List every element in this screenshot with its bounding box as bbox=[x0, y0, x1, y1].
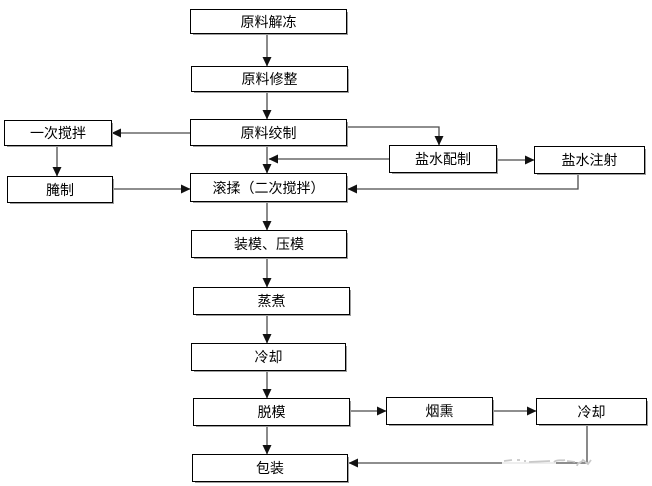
node-first-mix: 一次搅拌 bbox=[4, 120, 112, 146]
node-brine-inject: 盐水注射 bbox=[534, 146, 645, 174]
node-smoke: 烟熏 bbox=[386, 397, 493, 425]
node-thaw: 原料解冻 bbox=[190, 9, 347, 34]
node-cure: 腌制 bbox=[7, 176, 113, 203]
node-brine-prep: 盐水配制 bbox=[389, 145, 497, 173]
edge-cool2-pack bbox=[348, 425, 588, 468]
node-cool-2: 冷却 bbox=[536, 398, 647, 425]
node-pack: 包装 bbox=[192, 454, 348, 482]
node-cool-1: 冷却 bbox=[191, 343, 346, 371]
edge-inject-tumble bbox=[347, 174, 579, 194]
node-tumble: 滚揉（二次搅拌） bbox=[190, 173, 347, 202]
node-demold: 脱模 bbox=[193, 398, 350, 426]
node-mold-press: 装模、压模 bbox=[191, 230, 347, 258]
node-grind: 原料绞制 bbox=[190, 119, 347, 146]
watermark-scribble bbox=[503, 458, 592, 467]
node-cook: 蒸煮 bbox=[193, 287, 350, 315]
node-trim: 原料修整 bbox=[191, 66, 348, 92]
edge-grind-brineprep bbox=[347, 126, 444, 146]
